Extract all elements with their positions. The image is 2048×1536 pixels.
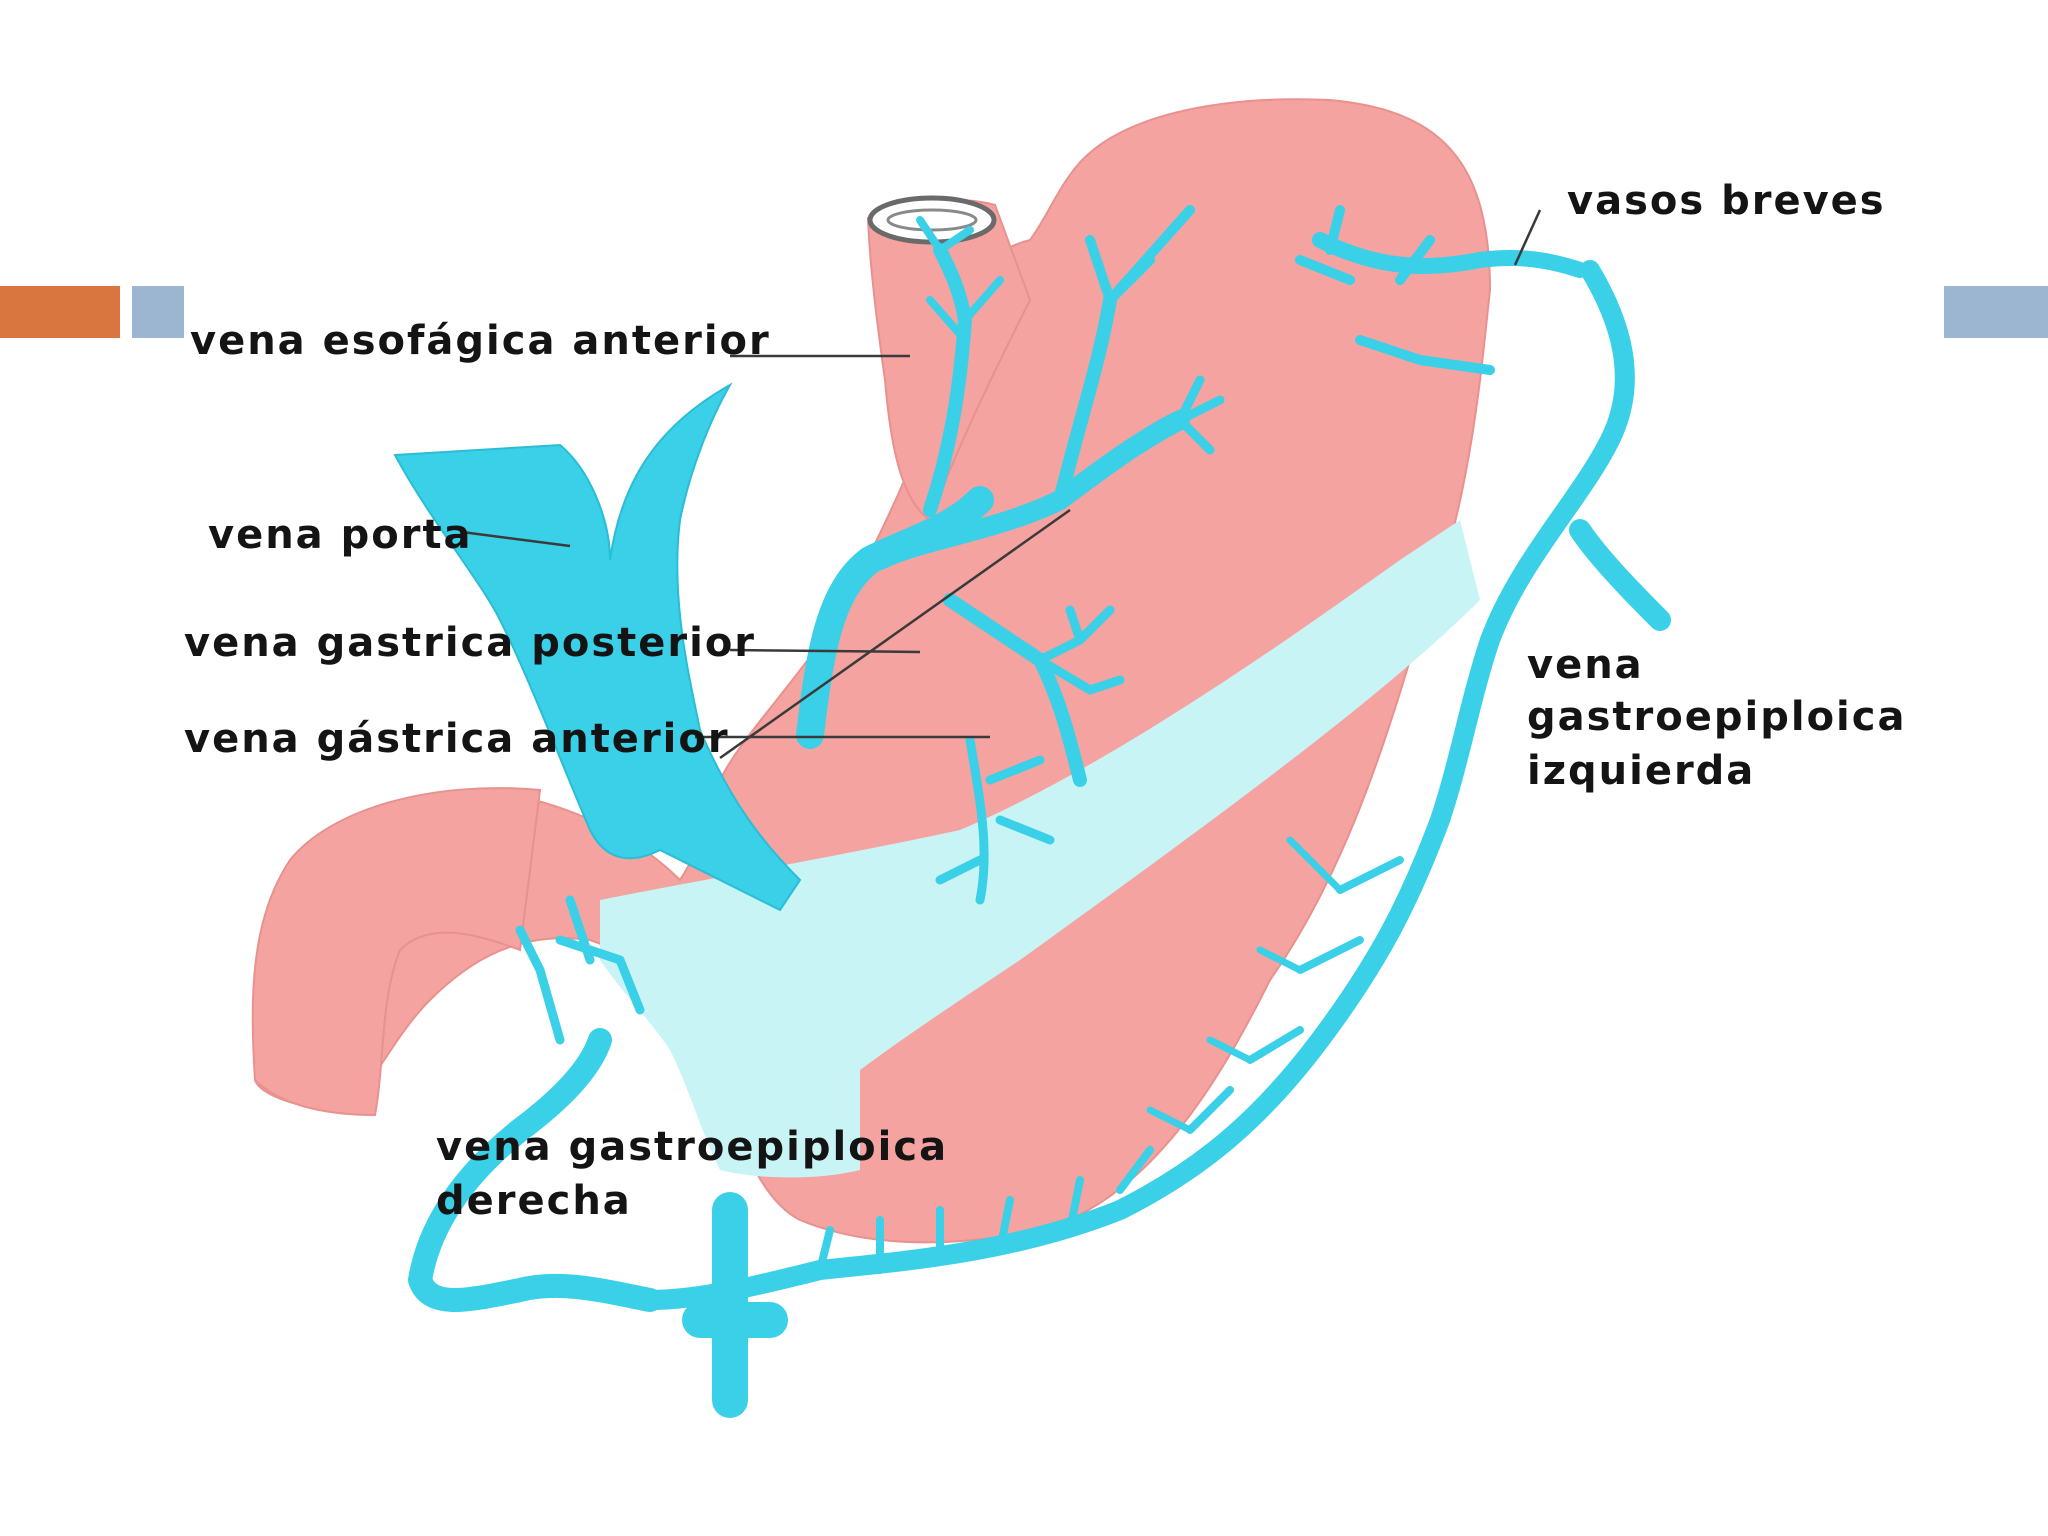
orange-accent-bar [0, 286, 120, 338]
portal-vein [393, 382, 802, 912]
label-vasos-breves: vasos breves [1567, 178, 1886, 224]
duodenum [251, 787, 542, 1117]
blue-accent-bar [1944, 286, 2048, 338]
short-gastric-vessels [1312, 232, 1588, 278]
vein-network [393, 205, 1671, 1418]
label-vena-gastroepiploica-izquierda-3: izquierda [1527, 748, 1756, 794]
label-vena-gastroepiploica-derecha-1: vena gastroepiploica [436, 1124, 949, 1170]
label-vena-gastroepiploica-derecha-2: derecha [436, 1178, 632, 1224]
label-vena-gastrica-anterior: vena gástrica anterior [184, 716, 730, 762]
label-vena-gastroepiploica-izquierda-1: vena [1527, 642, 1644, 688]
pointer-lines [461, 209, 1542, 760]
label-vena-porta: vena porta [208, 512, 473, 558]
label-vena-gastrica-posterior: vena gastrica posterior [184, 620, 757, 666]
right-gastroepiploic-vein [408, 1028, 662, 1312]
stomach-illustration [251, 98, 1492, 1244]
gastric-trunk [796, 486, 994, 749]
label-vena-esofagica-anterior: vena esofágica anterior [190, 318, 771, 364]
label-vena-gastroepiploica-izquierda-2: gastroepiploica [1527, 694, 1907, 740]
blue-accent-square [132, 286, 184, 338]
antrum-band [600, 520, 1480, 1178]
